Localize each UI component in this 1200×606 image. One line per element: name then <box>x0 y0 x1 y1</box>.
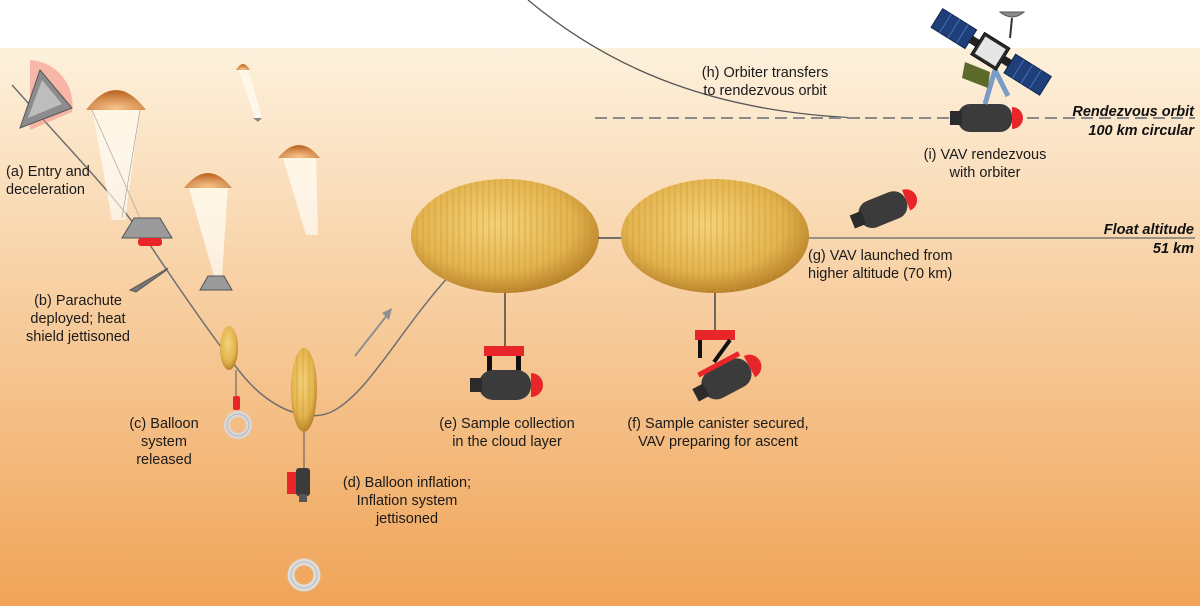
ascent-arrow <box>354 308 392 357</box>
balloon-sample-collection <box>411 179 599 400</box>
label-balloon-inflation: (d) Balloon inflation; Inflation system … <box>342 475 472 527</box>
float-altitude-value: 51 km <box>1152 241 1194 257</box>
balloon-inflating <box>287 348 321 592</box>
label-sample-secured: (f) Sample canister secured, VAV prepari… <box>627 416 809 450</box>
distant-parachute-small <box>236 64 262 122</box>
balloon-system-packed <box>220 326 252 439</box>
label-entry-deceleration: (a) Entry and deceleration <box>6 164 90 198</box>
descent-trajectory <box>11 84 451 417</box>
jettisoned-heat-shield <box>128 267 169 293</box>
orbiter-transfer-trajectory <box>527 0 861 119</box>
atmosphere-background <box>0 48 1200 606</box>
parachute-main <box>86 90 146 220</box>
label-parachute-deployed: (b) Parachute deployed; heat shield jett… <box>26 293 130 345</box>
distant-parachute-medium <box>278 145 320 235</box>
label-orbiter-transfer: (h) Orbiter transfers to rendezvous orbi… <box>701 65 829 99</box>
vav-rendezvous <box>950 104 1023 132</box>
label-sample-collection: (e) Sample collection in the cloud layer <box>439 416 575 450</box>
rendezvous-orbit-value: 100 km circular <box>1088 123 1194 139</box>
vav-preparing-ascent <box>692 330 762 402</box>
rendezvous-orbit-title: Rendezvous orbit <box>1072 104 1194 120</box>
entry-capsule <box>19 60 73 130</box>
label-vav-launched: (g) VAV launched from higher altitude (7… <box>808 248 953 282</box>
float-altitude-title: Float altitude <box>1103 222 1194 238</box>
capsule-with-heatshield <box>121 217 173 246</box>
vav-with-sampler-e <box>470 346 543 400</box>
parachute-secondary <box>184 173 233 291</box>
label-vav-rendezvous: (i) VAV rendezvous with orbiter <box>923 147 1047 181</box>
label-balloon-released: (c) Balloon system released <box>129 416 199 468</box>
balloon-sample-secured <box>621 179 809 402</box>
orbiter-spacecraft <box>930 7 1052 105</box>
vav-launched <box>849 189 918 229</box>
